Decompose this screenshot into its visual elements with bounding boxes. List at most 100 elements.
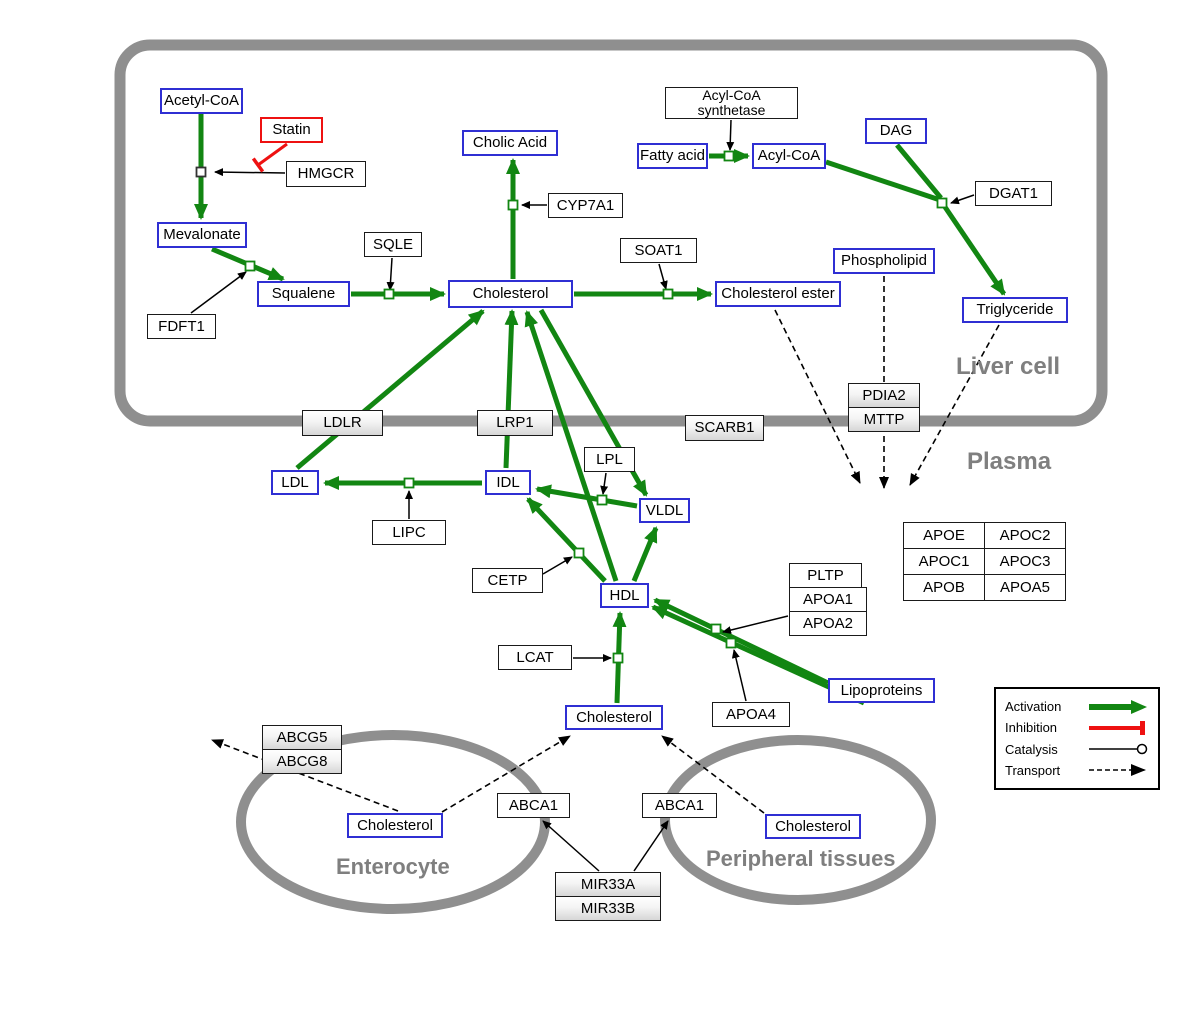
enterocyte-label: Enterocyte — [336, 854, 450, 879]
edge-dag-to-dgat-node — [895, 143, 943, 200]
node-triglyceride[interactable]: Triglyceride — [962, 297, 1068, 323]
catalysis-edges — [190, 119, 975, 872]
peripheral-tissues-label: Peripheral tissues — [706, 846, 896, 871]
node-cholesterol-liver[interactable]: Cholesterol — [448, 280, 573, 308]
node-mevalonate[interactable]: Mevalonate — [157, 222, 247, 248]
node-hmgcr[interactable]: HMGCR — [286, 161, 366, 187]
catalysis-apoa-stack — [722, 615, 789, 634]
node-fatty-acid[interactable]: Fatty acid — [637, 143, 708, 169]
node-scarb1[interactable]: SCARB1 — [685, 415, 764, 441]
edge-lipoproteins-to-hdl-1 — [653, 597, 830, 686]
reaction-node-soat1 — [662, 288, 674, 300]
node-apoc1[interactable]: APOC1 — [904, 549, 985, 575]
legend-row-transport: Transport — [1005, 760, 1149, 781]
reaction-node-lcat — [612, 652, 624, 664]
node-squalene[interactable]: Squalene — [257, 281, 350, 307]
edge-vldl-to-idl — [535, 484, 638, 509]
reaction-nodes[interactable] — [195, 150, 948, 664]
catalysis-cetp — [542, 556, 573, 575]
node-apoa4[interactable]: APOA4 — [712, 702, 790, 727]
node-statin[interactable]: Statin — [260, 117, 323, 143]
node-fdft1[interactable]: FDFT1 — [147, 314, 216, 339]
node-abcg8[interactable]: ABCG8 — [262, 749, 342, 774]
node-idl[interactable]: IDL — [485, 470, 531, 495]
node-ldlr[interactable]: LDLR — [302, 410, 383, 436]
reaction-node-cyp7a1 — [507, 199, 519, 211]
node-acetyl-coa[interactable]: Acetyl-CoA — [160, 88, 243, 114]
node-pltp[interactable]: PLTP — [789, 563, 862, 588]
node-lipoproteins[interactable]: Lipoproteins — [828, 678, 935, 703]
legend-row-catalysis: Catalysis — [1005, 739, 1149, 760]
node-ldl[interactable]: LDL — [271, 470, 319, 495]
node-soat1[interactable]: SOAT1 — [620, 238, 697, 263]
node-abca1-peripheral[interactable]: ABCA1 — [642, 793, 717, 818]
regulation-mir33-abca1-right — [633, 820, 669, 872]
catalysis-acylcoa-synthetase — [726, 119, 735, 151]
node-dgat1[interactable]: DGAT1 — [975, 181, 1052, 206]
legend-row-activation: Activation — [1005, 696, 1149, 717]
node-cholesterol-ester[interactable]: Cholesterol ester — [715, 281, 841, 307]
node-lcat[interactable]: LCAT — [498, 645, 572, 670]
node-cholesterol-enterocyte[interactable]: Cholesterol — [347, 813, 443, 838]
node-lrp1[interactable]: LRP1 — [477, 410, 553, 436]
node-lipc[interactable]: LIPC — [372, 520, 446, 545]
liver-cell-membrane — [114, 39, 1108, 427]
activation-edges — [194, 114, 1007, 706]
catalysis-soat1 — [658, 263, 668, 290]
reaction-node-sqle — [383, 288, 395, 300]
node-apob[interactable]: APOB — [904, 575, 985, 601]
edge-hdl-to-idl — [526, 497, 607, 583]
transport-dashed-arrow-icon — [1089, 764, 1146, 777]
node-dag[interactable]: DAG — [865, 118, 927, 144]
node-pdia2[interactable]: PDIA2 — [848, 383, 920, 408]
edge-hdl-to-vldl — [631, 526, 659, 582]
legend-catalysis-label: Catalysis — [1005, 741, 1058, 757]
node-cholesterol-peripheral[interactable]: Cholesterol — [765, 814, 861, 839]
reaction-node-hmgcr — [195, 166, 207, 178]
edge-dgat-node-to-triglyceride — [942, 205, 1007, 296]
node-abca1-enterocyte[interactable]: ABCA1 — [497, 793, 570, 818]
catalysis-dgat1 — [950, 194, 975, 205]
node-cetp[interactable]: CETP — [472, 568, 543, 593]
transport-peripheral-cholesterol-to-plasma — [661, 735, 765, 814]
node-cyp7a1[interactable]: CYP7A1 — [548, 193, 623, 218]
node-lpl[interactable]: LPL — [584, 447, 635, 472]
node-sqle[interactable]: SQLE — [364, 232, 422, 257]
node-acyl-coa[interactable]: Acyl-CoA — [752, 143, 826, 169]
node-apoa1[interactable]: APOA1 — [789, 587, 867, 612]
liver-cell-label: Liver cell — [956, 353, 1061, 380]
transport-edges — [211, 276, 1000, 814]
node-apoa5[interactable]: APOA5 — [985, 575, 1066, 601]
peripheral-tissues-membrane — [660, 735, 936, 905]
reaction-node-dgat1 — [936, 197, 948, 209]
node-hdl[interactable]: HDL — [600, 583, 649, 608]
reaction-node-apoa4 — [725, 637, 737, 649]
node-acyl-coa-synthetase[interactable]: Acyl-CoA synthetase — [665, 87, 798, 119]
node-vldl[interactable]: VLDL — [639, 498, 690, 523]
reaction-node-cetp — [573, 547, 585, 559]
reaction-node-lpl — [596, 494, 608, 506]
node-mir33a[interactable]: MIR33A — [555, 872, 661, 897]
legend: Activation Inhibition Catalysis Transpor… — [994, 687, 1160, 790]
node-mttp[interactable]: MTTP — [848, 407, 920, 432]
node-apoc3[interactable]: APOC3 — [985, 549, 1066, 575]
transport-enterocyte-cholesterol-to-plasma — [441, 735, 571, 813]
reaction-node-lipc — [403, 477, 415, 489]
node-apoc2[interactable]: APOC2 — [985, 523, 1066, 549]
legend-row-inhibition: Inhibition — [1005, 717, 1149, 738]
node-apoe[interactable]: APOE — [904, 523, 985, 549]
node-cholic-acid[interactable]: Cholic Acid — [462, 130, 558, 156]
apolipoprotein-table: APOE APOC2 APOC1 APOC3 APOB APOA5 — [903, 522, 1066, 601]
catalysis-circle-icon — [1089, 743, 1148, 755]
node-apoa2[interactable]: APOA2 — [789, 611, 867, 636]
transport-cholesterol-ester-to-plasma — [774, 309, 861, 484]
legend-transport-label: Transport — [1005, 762, 1061, 778]
node-abcg5[interactable]: ABCG5 — [262, 725, 342, 750]
legend-inhibition-label: Inhibition — [1005, 720, 1058, 736]
node-mir33b[interactable]: MIR33B — [555, 896, 661, 921]
reaction-node-acylcoa-synthetase — [723, 150, 735, 162]
node-phospholipid[interactable]: Phospholipid — [833, 248, 935, 274]
node-cholesterol-plasma[interactable]: Cholesterol — [565, 705, 663, 730]
catalysis-fdft1 — [190, 271, 247, 314]
